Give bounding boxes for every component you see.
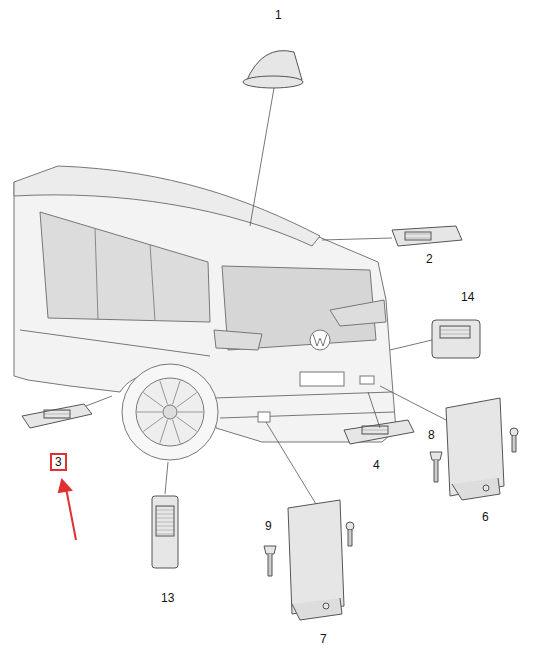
callout-number: 13 [161, 591, 174, 605]
callout-number: 6 [482, 510, 489, 524]
callout-number: 3 [55, 455, 62, 469]
callout-number: 14 [461, 290, 474, 304]
callout-number: 2 [426, 252, 433, 266]
highlight-box: 3 [50, 453, 67, 471]
callout-number: 8 [428, 428, 435, 442]
callout-number: 1 [275, 8, 282, 22]
callout-number: 7 [320, 632, 327, 646]
callout-number: 4 [373, 458, 380, 472]
callout-number: 9 [265, 519, 272, 533]
